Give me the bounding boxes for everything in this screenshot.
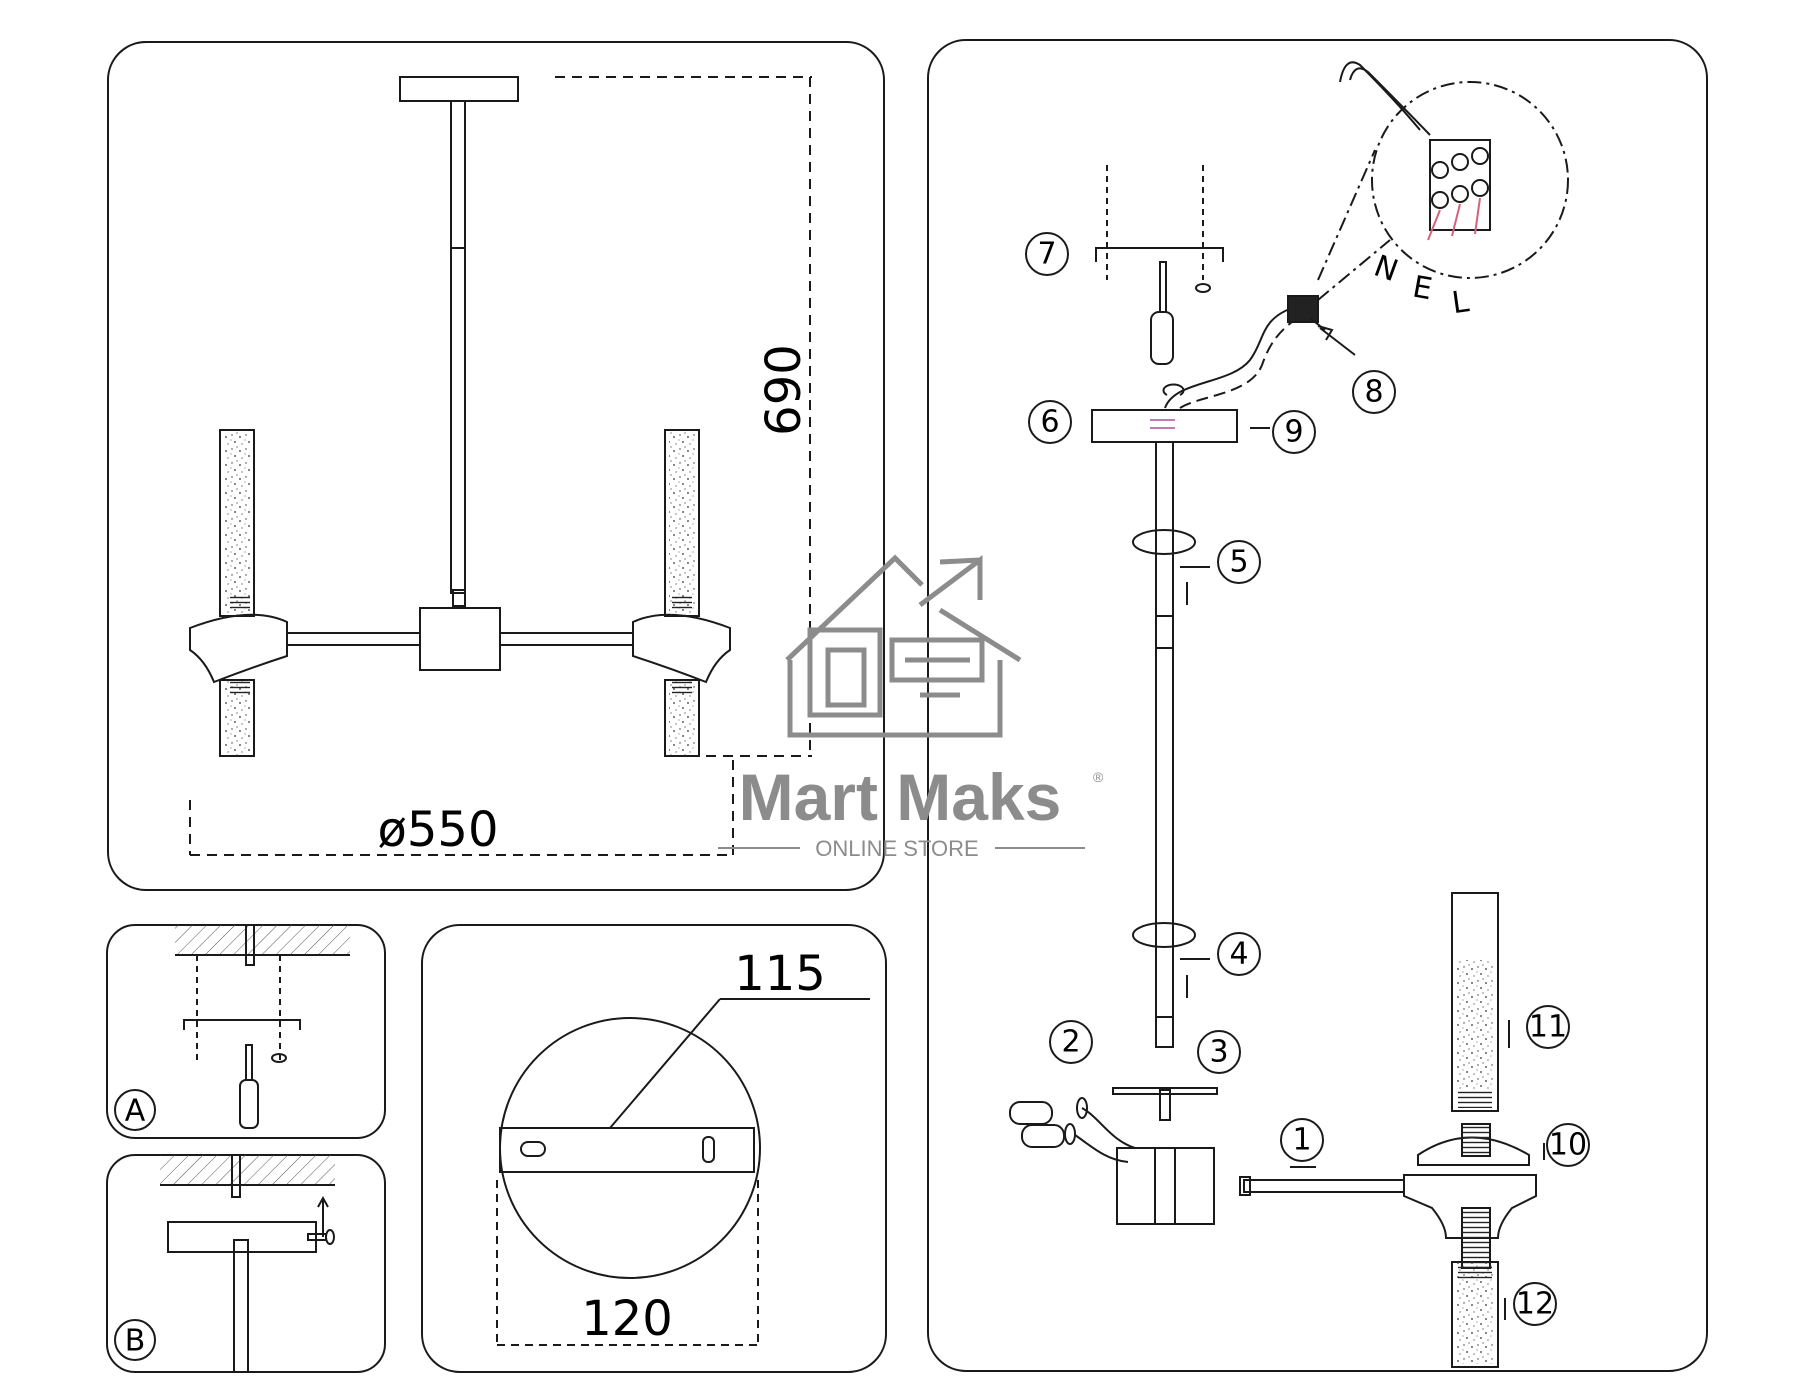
wire-l-label: L [1450, 284, 1472, 321]
wire-n-label: N [1369, 249, 1402, 290]
step-1-label: 1 [1292, 1123, 1311, 1158]
step-10-label: 10 [1549, 1128, 1587, 1163]
step-11-label: 11 [1529, 1010, 1567, 1045]
height-dimension-label: 690 [756, 344, 812, 436]
step-7-label: 7 [1037, 237, 1056, 272]
dimension-lines [189, 76, 812, 856]
watermark-registered: ® [1093, 769, 1104, 785]
mount-b-panel [106, 1154, 386, 1373]
dimensions-panel [107, 41, 885, 891]
house-logo-icon [785, 554, 1022, 738]
wire-e-label: E [1410, 270, 1435, 308]
step-callouts [114, 232, 1590, 1361]
plate-length-label: 115 [734, 946, 826, 1002]
mount-b-label: B [125, 1324, 146, 1359]
diameter-dimension-label: ø550 [378, 802, 499, 858]
mount-a-label: A [125, 1094, 146, 1129]
step-12-label: 12 [1516, 1287, 1554, 1322]
watermark-brand: Mart Maks [739, 760, 1062, 834]
watermark-tagline: ONLINE STORE [815, 836, 978, 861]
assembly-panel [927, 39, 1708, 1372]
mount-b-drawing [160, 1154, 335, 1373]
assembly-drawing [1009, 61, 1569, 1368]
store-watermark: Mart Maks ® ONLINE STORE [718, 554, 1104, 861]
plate-diameter-label: 120 [581, 1291, 673, 1347]
plate-panel [421, 924, 887, 1373]
step-3-label: 3 [1209, 1035, 1228, 1070]
step-9-label: 9 [1284, 415, 1303, 450]
step-8-label: 8 [1364, 375, 1383, 410]
chandelier-outline [189, 76, 731, 757]
step-5-label: 5 [1229, 545, 1248, 580]
mount-a-drawing [175, 924, 350, 1129]
plate-drawing [496, 998, 870, 1346]
step-2-label: 2 [1061, 1025, 1080, 1060]
step-6-label: 6 [1040, 405, 1059, 440]
step-4-label: 4 [1229, 937, 1248, 972]
